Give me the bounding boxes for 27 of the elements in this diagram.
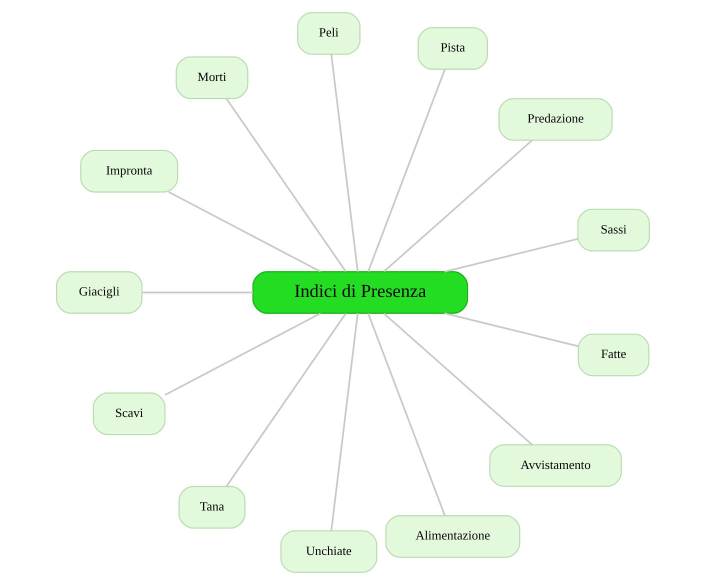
node-box: Indici di Presenza [252,271,468,314]
connector [383,140,533,272]
node-box: Pista [418,27,488,70]
node-box: Avvistamento [489,444,622,487]
connector [164,312,321,396]
connector [444,238,578,273]
connector [367,69,446,272]
node-box: Impronta [80,150,178,193]
node-box: Morti [176,56,248,100]
node-box: Unchiate [280,530,378,573]
node-box: Fatte [578,334,650,376]
node-box: Giacigli [56,271,143,314]
connector [142,292,253,294]
connector [367,313,446,516]
node-box: Tana [178,486,246,529]
node-box: Sassi [577,208,650,252]
connector [226,98,346,272]
connector [330,313,359,531]
node-box: Peli [297,12,361,55]
node-box: Scavi [92,392,166,436]
connector [226,312,346,487]
node-box: Predazione [498,98,613,141]
connector [383,312,533,446]
node-box: Alimentazione [385,515,520,558]
connector [330,54,359,272]
connector [444,312,578,348]
connector [168,191,321,272]
